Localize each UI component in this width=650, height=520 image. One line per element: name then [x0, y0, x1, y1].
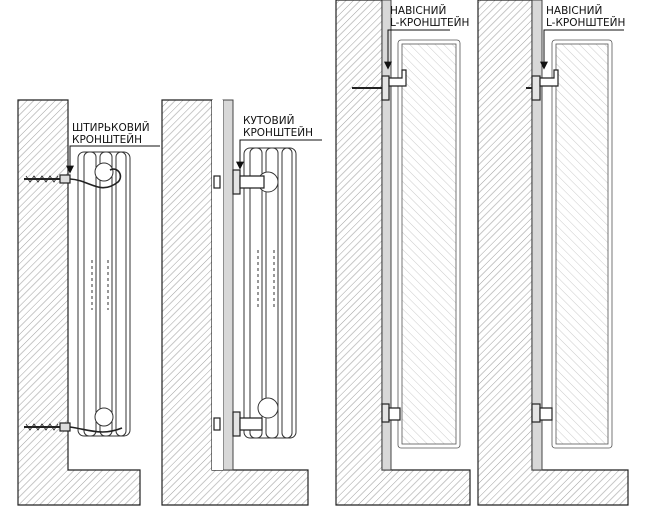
leader-line-1	[66, 145, 160, 174]
leader-line-3	[384, 29, 450, 70]
leader-line-2	[236, 139, 322, 170]
l-bracket-bottom-4	[531, 403, 553, 423]
panel-hanging-bracket-2: НАВІСНИЙ L-КРОНШТЕЙН	[477, 0, 629, 506]
panel-hanging-bracket-1: НАВІСНИЙ L-КРОНШТЕЙН	[335, 0, 471, 506]
panel-corner-bracket: КУТОВИЙ КРОНШТЕЙН	[161, 99, 322, 506]
plaster-layer-4	[531, 0, 543, 471]
leader-line-4	[540, 29, 624, 70]
l-bracket-top-3	[352, 69, 407, 101]
l-bracket-bottom-3	[381, 403, 401, 423]
label-line-3a: НАВІСНИЙ	[390, 4, 446, 17]
pin-bracket-bottom	[24, 422, 123, 433]
label-line-1a: ШТИРЬКОВИЙ	[72, 121, 150, 134]
label-line-3b: L-КРОНШТЕЙН	[390, 16, 469, 29]
wall-section-4	[477, 0, 629, 506]
l-bracket-top-4	[526, 69, 559, 101]
wall-section-3	[335, 0, 471, 506]
corner-bracket-top	[213, 169, 265, 195]
plaster-layer-3	[381, 0, 392, 471]
designer-radiator-3	[397, 39, 461, 449]
label-line-2a: КУТОВИЙ	[243, 114, 294, 127]
label-line-4b: L-КРОНШТЕЙН	[546, 16, 625, 29]
label-line-4a: НАВІСНИЙ	[546, 4, 602, 17]
pin-bracket-top	[24, 168, 122, 189]
plaster-layer-2	[222, 99, 234, 471]
label-line-2b: КРОНШТЕЙН	[243, 126, 313, 139]
corner-bracket-bottom	[213, 411, 263, 437]
label-line-1b: КРОНШТЕЙН	[72, 133, 142, 146]
radiator-2	[243, 147, 297, 439]
wall-section-1	[17, 99, 141, 506]
radiator-1	[77, 151, 131, 437]
designer-radiator-4	[551, 39, 613, 449]
panel-pin-bracket: ШТИРЬКОВИЙ КРОНШТЕЙН	[17, 99, 160, 506]
